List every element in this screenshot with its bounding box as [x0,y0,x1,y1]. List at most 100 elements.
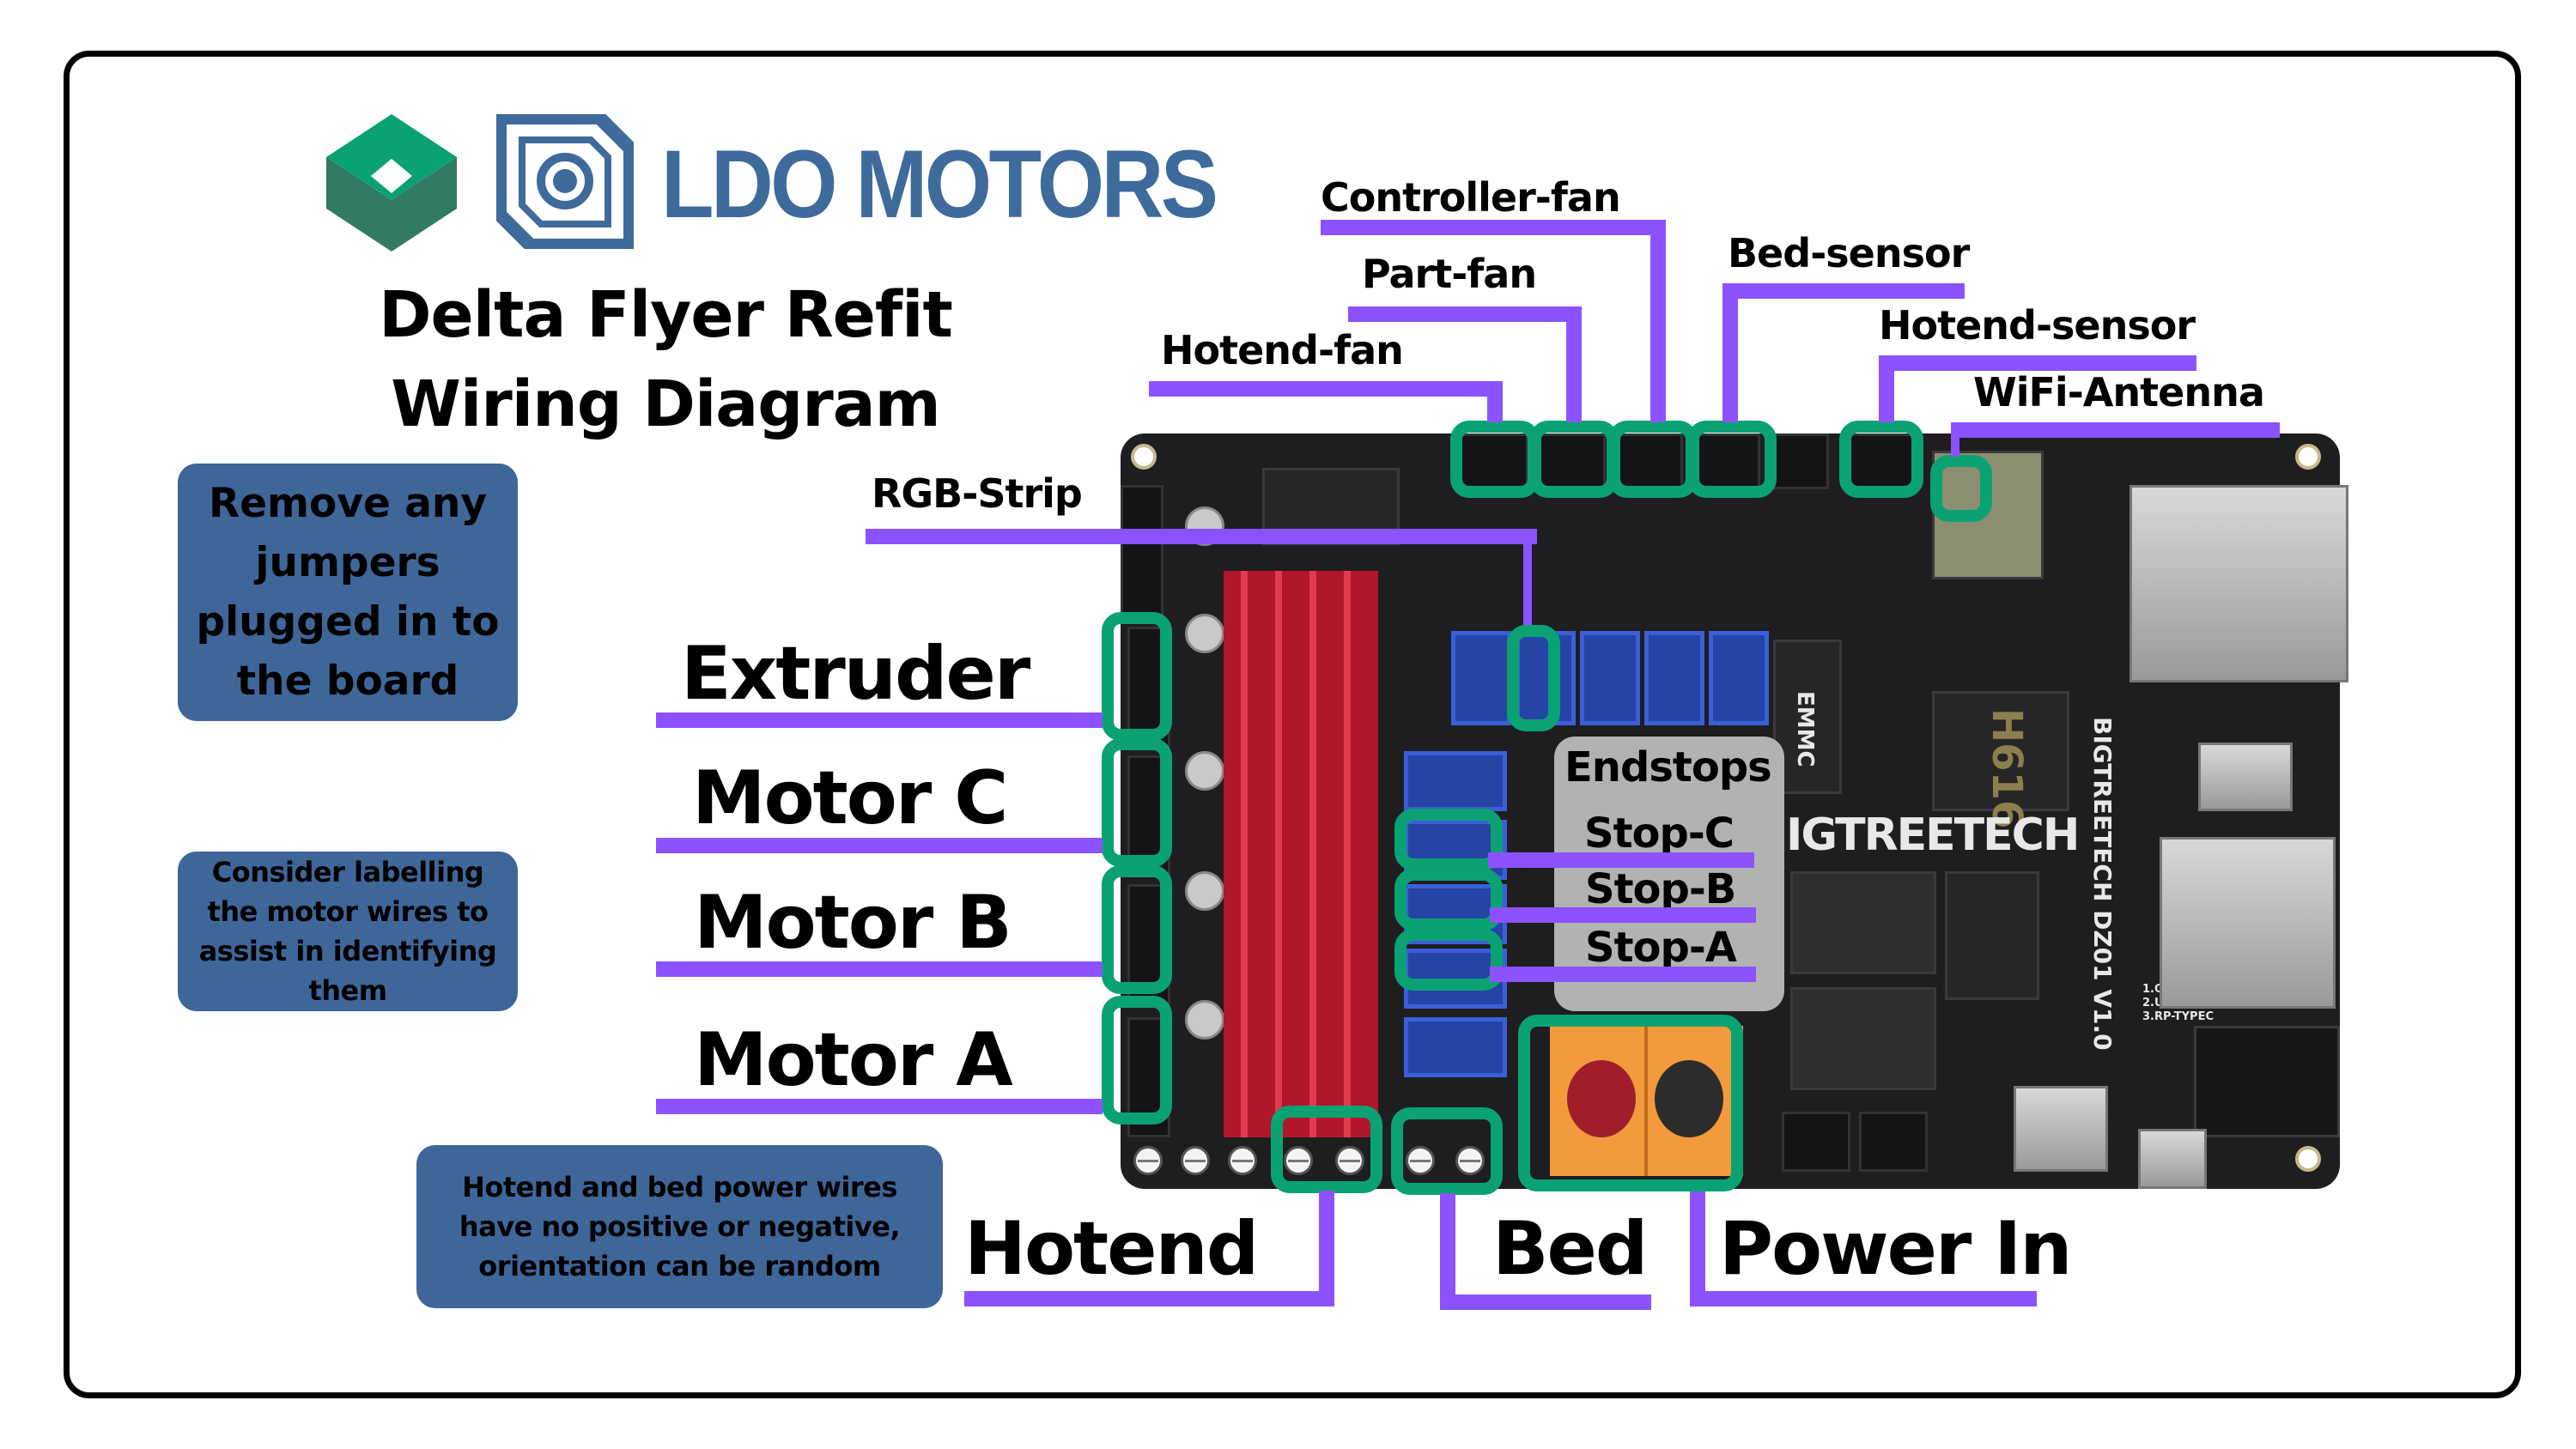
power-in-terminal [1550,1026,1743,1176]
screw-terminal [1133,1146,1163,1175]
label-stop-a: Stop-A [1585,924,1737,972]
diagram-frame [64,51,2521,1398]
pointer-line [1951,422,1959,457]
pointer-line [1488,852,1754,868]
pointer-line [1487,381,1503,422]
highlight-controller-fan [1608,421,1698,498]
highlight-bed-sensor [1687,421,1777,498]
capacitor [1185,751,1224,791]
page-title: Delta Flyer Refit Wiring Diagram [335,270,996,449]
highlight-stop-c [1394,809,1503,870]
bed-terminal [1406,1146,1435,1175]
usb-c-port [2138,1129,2207,1189]
brand-name: LDO MOTORS [661,130,1218,238]
soc-chip [1932,691,2069,811]
pointer-line [656,961,1103,977]
pointer-line [1319,1191,1334,1307]
pointer-line [1440,1294,1651,1310]
label-hotend-sensor: Hotend-sensor [1879,302,2196,349]
pointer-line [1348,306,1582,322]
label-bed: Bed [1492,1206,1648,1292]
highlight-wifi-antenna [1930,455,1992,522]
supercap-bank [1790,871,1936,974]
endstops-panel [1554,737,1784,1011]
pointer-line [1690,1291,2037,1307]
pointer-line [1566,306,1582,422]
hotend-fan-connector [1460,433,1528,489]
note-power-wire-orientation: Hotend and bed power wires have no posit… [416,1145,943,1308]
pointer-line [1321,220,1666,235]
label-power-in: Power In [1719,1206,2072,1292]
label-stop-c: Stop-C [1584,809,1735,858]
label-hotend: Hotend [964,1206,1259,1292]
highlight-motor-c [1102,738,1172,867]
pointer-line [656,838,1103,853]
aux-connector [1859,1112,1928,1172]
title-line-2: Wiring Diagram [391,367,941,441]
bed-terminal [1455,1146,1485,1175]
stepper-heatsink [1224,571,1378,1137]
endstop-connector [1404,1017,1507,1077]
pointer-line [1879,355,1894,422]
endstops-heading: Endstops [1564,743,1772,791]
highlight-hotend-fan [1450,421,1540,498]
note-remove-jumpers: Remove any jumpers plugged in to the boa… [178,464,518,721]
emmc-chip [1773,640,1842,794]
pointer-line [656,1099,1103,1114]
usb-a-port-black [2194,1026,2340,1137]
highlight-part-fan [1529,421,1619,498]
emmc-silkscreen: EMMC [1792,691,1818,767]
pointer-line [656,712,1103,728]
pointer-line [1490,907,1756,923]
label-motor-a: Motor A [694,1017,1013,1103]
capacitor [1185,614,1224,653]
label-controller-fan: Controller-fan [1321,174,1621,221]
aux-connector [1121,485,1163,622]
ram-chip [1945,871,2039,1000]
rgb-connector [1644,631,1704,725]
pointer-line [964,1291,1334,1307]
highlight-stop-b [1394,869,1503,931]
pointer-line [1951,422,2280,438]
pointer-line [1879,355,2196,371]
aux-connector [1782,1112,1850,1172]
supercap-bank [1790,987,1936,1090]
usb-c-port [2198,743,2293,811]
pointer-line [1440,1193,1455,1310]
hotend-terminal [1284,1146,1313,1175]
pointer-line [1523,529,1532,625]
mounting-hole [1131,444,1157,470]
rgb-connector [1709,631,1769,725]
title-line-1: Delta Flyer Refit [379,278,953,352]
highlight-motor-b [1102,865,1172,994]
screw-terminal [1228,1146,1257,1175]
label-extruder: Extruder [681,631,1030,717]
highlight-motor-a [1102,996,1172,1125]
label-motor-b: Motor B [694,880,1012,966]
highlight-extruder [1102,612,1172,741]
label-part-fan: Part-fan [1362,251,1537,297]
pointer-line [1722,283,1965,299]
pointer-line [1149,381,1503,397]
pointer-line [1650,220,1666,422]
rgb-connector [1451,631,1511,725]
highlight-hotend-sensor [1839,421,1923,498]
highlight-bed [1391,1107,1503,1195]
label-rgb-strip: RGB-Strip [872,470,1083,517]
highlight-power-in [1518,1015,1743,1191]
label-motor-c: Motor C [692,755,1008,841]
endstop-connector [1404,751,1507,811]
usb-a-port [2160,837,2336,1009]
highlight-hotend [1271,1106,1382,1193]
ldo-logo-motor-icon [496,114,634,249]
highlight-rgb-strip [1507,625,1560,731]
mounting-hole [2295,444,2321,470]
pointer-line [1690,1191,1705,1307]
capacitor [1185,1000,1224,1040]
highlight-stop-a [1394,929,1503,991]
capacitor [1185,871,1224,911]
sd-card-slot [2014,1086,2108,1172]
ethernet-port [2129,485,2348,682]
pointer-line [1722,283,1738,422]
brand-silkscreen: IGTREETECH [1786,809,2080,861]
